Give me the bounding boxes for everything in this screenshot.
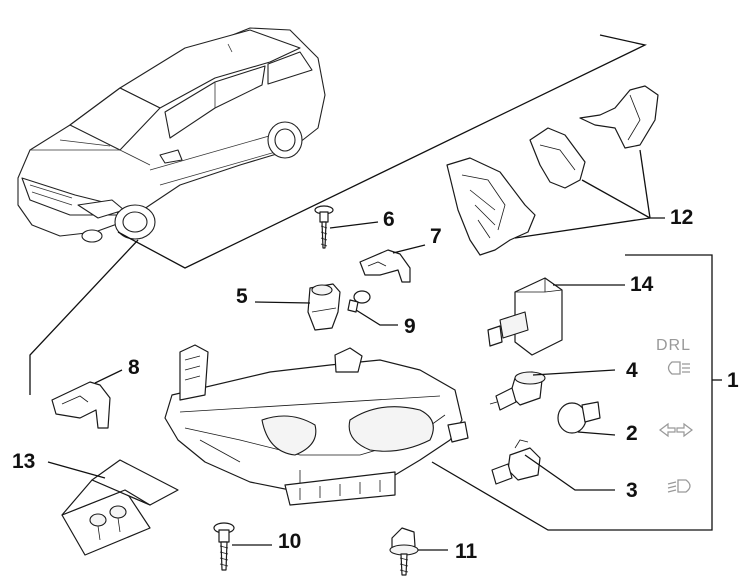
actuator-5	[254, 283, 341, 331]
screw-6	[314, 205, 379, 249]
label-12: 12	[670, 206, 693, 229]
guide-lines	[29, 34, 647, 395]
label-1: 1	[727, 369, 739, 392]
bulb-4	[489, 369, 616, 411]
drl-text: DRL	[656, 337, 691, 354]
low-beam-icon	[667, 479, 691, 493]
label-14: 14	[630, 273, 654, 296]
label-5: 5	[236, 285, 248, 308]
label-6: 6	[383, 208, 395, 231]
turn-signal-arrows-icon	[659, 422, 693, 438]
bracket-8	[51, 369, 123, 429]
module-14	[487, 277, 625, 356]
screw-10	[213, 522, 272, 571]
label-4: 4	[626, 359, 638, 382]
screw-11	[389, 527, 448, 576]
bulb-kit-13	[47, 459, 179, 556]
bracket-group-12	[446, 85, 665, 256]
headlight-assembly-1	[164, 254, 722, 531]
label-13: 13	[12, 450, 35, 473]
label-9: 9	[404, 315, 416, 338]
label-7: 7	[430, 225, 442, 248]
label-3: 3	[626, 479, 638, 502]
clip-7	[359, 244, 426, 283]
label-10: 10	[278, 530, 301, 553]
drl-lamp-icon	[667, 361, 690, 375]
label-11: 11	[455, 540, 478, 563]
label-8: 8	[128, 356, 140, 379]
car-illustration	[17, 27, 326, 243]
bolt-9	[347, 290, 398, 326]
label-2: 2	[626, 422, 638, 445]
bulb-2	[557, 401, 616, 436]
bulb-3	[491, 439, 615, 491]
